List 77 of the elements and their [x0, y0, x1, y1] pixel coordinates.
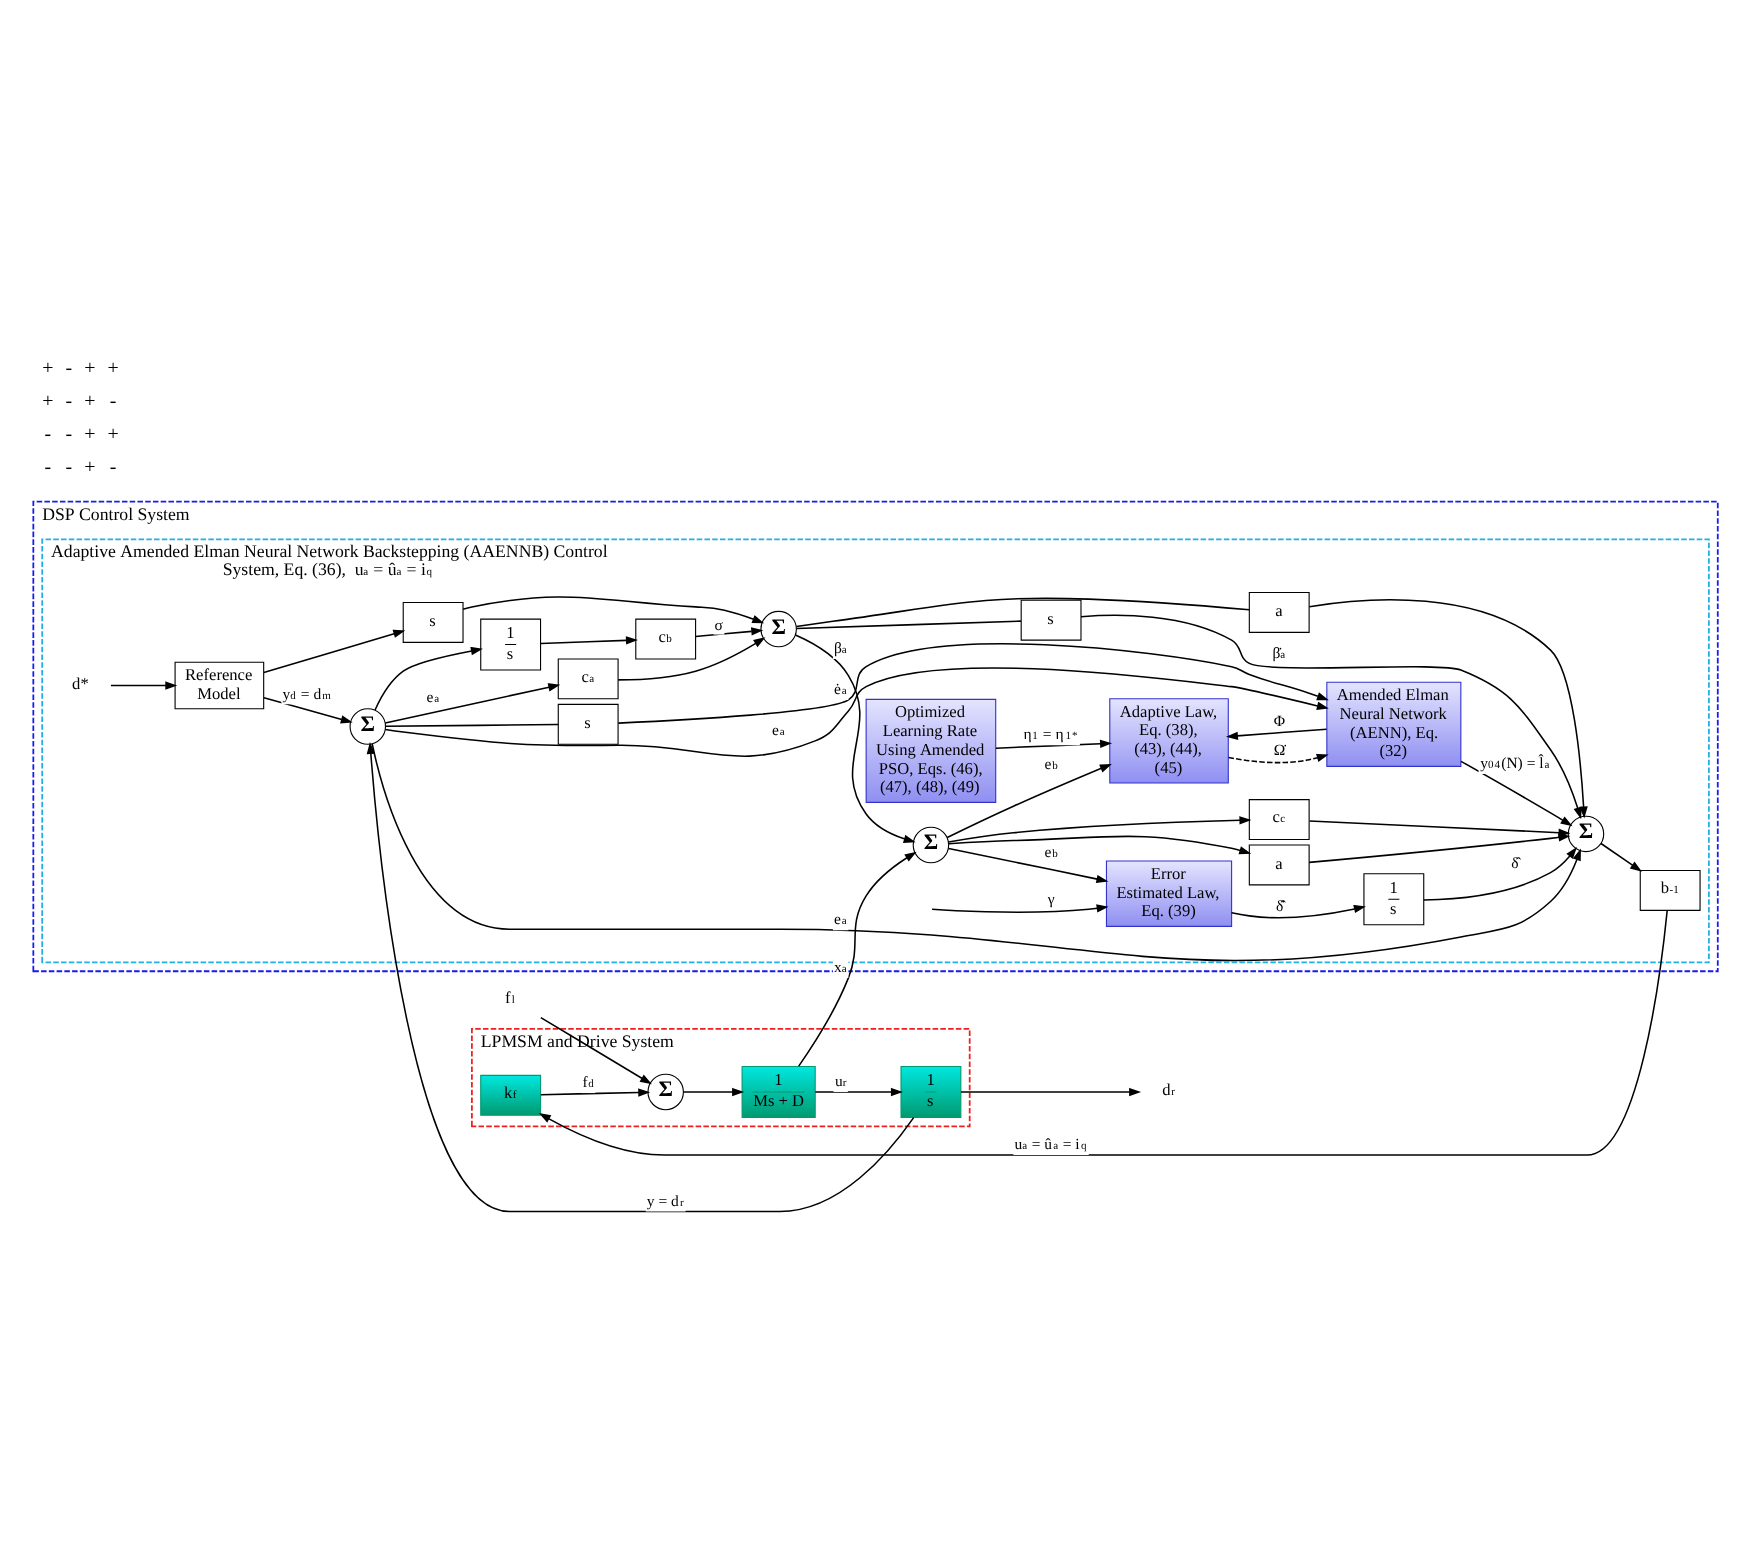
node-circle: Σ [759, 610, 796, 648]
arrow [539, 1088, 650, 1097]
label: - [64, 357, 72, 380]
label: - [43, 457, 51, 480]
connector [383, 723, 558, 728]
label: - [43, 424, 51, 447]
arrow [994, 739, 1112, 749]
label: - [108, 457, 116, 480]
node-box: Error Estimated Law, Eq. (39) [1104, 860, 1232, 927]
arrow [1079, 614, 1581, 820]
node-box: 1 s [899, 1065, 961, 1118]
node-box: Amended Elman Neural Network (AENN), Eq. (32) [1325, 681, 1461, 767]
label: + [41, 357, 53, 380]
arrow [945, 763, 1111, 839]
label: + [83, 424, 95, 447]
node-box: Reference Model [173, 661, 264, 710]
edge-label: γ [1046, 890, 1054, 909]
arrow [946, 816, 1251, 843]
node-box: a [1247, 844, 1309, 886]
arrow [1459, 760, 1572, 827]
edge-label: δ̂̇ [1274, 897, 1283, 916]
label: + [83, 390, 95, 413]
arrow [947, 835, 1251, 855]
edge-label: Φ [1272, 712, 1285, 731]
arrow [1226, 753, 1328, 764]
arrow [930, 904, 1108, 913]
label: + [83, 357, 95, 380]
node-box: Optimized Learning Rate Using Amended PSO, Eqs. (46), (47), (48), (49) [864, 698, 996, 803]
arrow [383, 667, 1328, 757]
node-circle: Σ [911, 826, 949, 864]
connector [794, 597, 1250, 628]
arrow [959, 1087, 1141, 1097]
label: + [41, 390, 53, 413]
node-box: Adaptive Law, Eq. (38), (43), (44), (45) [1108, 698, 1228, 784]
node-box: s [556, 703, 618, 745]
label: - [108, 390, 116, 413]
node-text: d* [71, 675, 88, 694]
arrow [109, 681, 177, 690]
arrow [1599, 842, 1642, 872]
arrow [946, 847, 1108, 884]
node-box: s [1019, 599, 1081, 641]
arrow [539, 1016, 651, 1085]
arrow [370, 743, 1580, 962]
arrow [262, 696, 352, 724]
arrow [1225, 728, 1327, 741]
arrow [461, 596, 764, 624]
arrow [1422, 846, 1576, 901]
label: + [106, 357, 118, 380]
edge-label: δ̂ [1510, 853, 1518, 872]
label: + [83, 457, 95, 480]
label: - [64, 424, 72, 447]
node-circle: Σ [1566, 815, 1604, 853]
label: - [64, 457, 72, 480]
arrow [1307, 820, 1570, 837]
arrow [616, 637, 765, 681]
edge-label: Ω̇ [1272, 740, 1285, 759]
node-circle: Σ [646, 1073, 683, 1111]
label: + [106, 424, 118, 447]
arrow [793, 634, 915, 843]
node-circle: Σ [348, 708, 386, 745]
arrow [796, 851, 916, 1067]
arrow [681, 1087, 744, 1097]
node-box: 1 Ms + D [740, 1065, 815, 1118]
arrow [383, 683, 560, 724]
arrow [1229, 904, 1365, 919]
connector [794, 620, 1021, 630]
node-box: a [1247, 591, 1309, 633]
node-box: 1 s [479, 618, 541, 671]
node-box: 1 s [1362, 873, 1424, 926]
arrow [693, 627, 763, 638]
label: - [64, 390, 72, 413]
arrow [262, 629, 405, 674]
arrow [539, 636, 637, 645]
arrow [813, 1087, 902, 1097]
node-box: s [401, 601, 463, 643]
edge-label: σ [713, 615, 722, 634]
arrow [1307, 599, 1587, 819]
